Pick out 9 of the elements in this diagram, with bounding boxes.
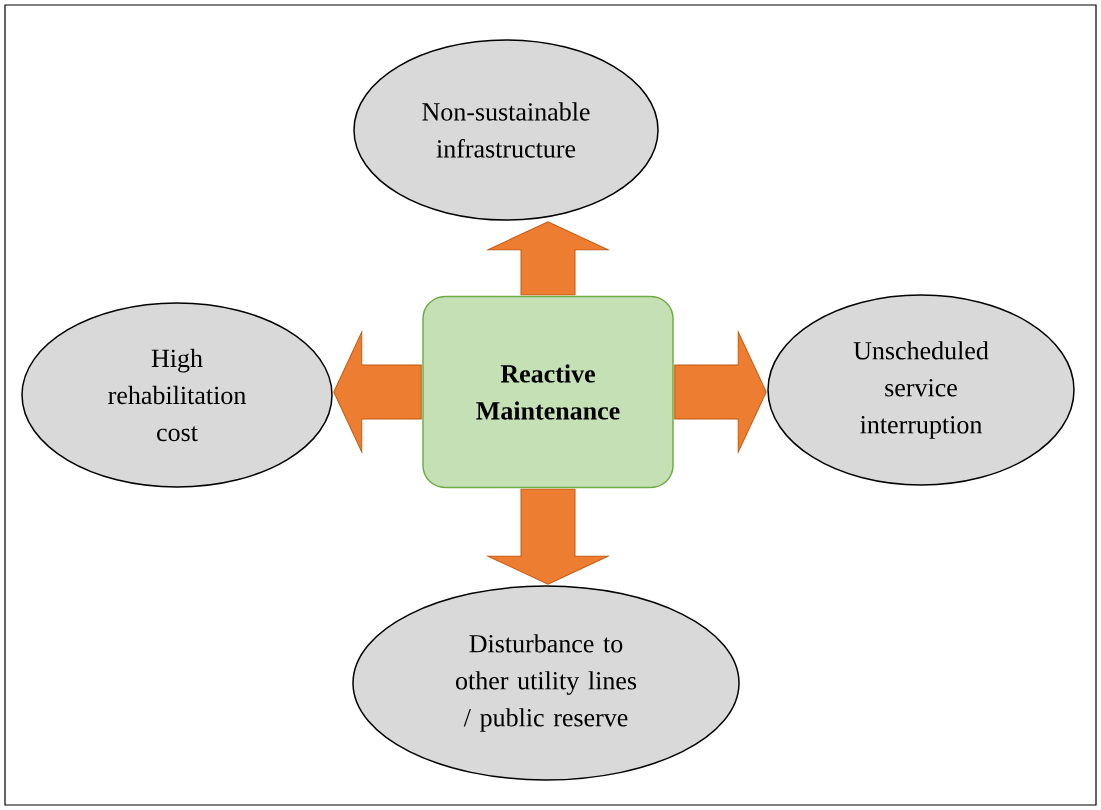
rounded-box: Reactive Maintenance xyxy=(422,295,674,489)
ellipse-node: Unscheduled service interruption xyxy=(767,294,1075,486)
ellipse-node: High rehabilitation cost xyxy=(21,302,333,488)
block-arrow xyxy=(487,221,609,296)
block-arrow xyxy=(487,488,609,585)
block-arrow xyxy=(333,331,422,453)
block-arrow xyxy=(674,331,767,453)
ellipse-node: Non-sustainable infrastructure xyxy=(353,39,659,221)
ellipse-node: Disturbance to other utility lines / public reserve xyxy=(352,585,740,781)
